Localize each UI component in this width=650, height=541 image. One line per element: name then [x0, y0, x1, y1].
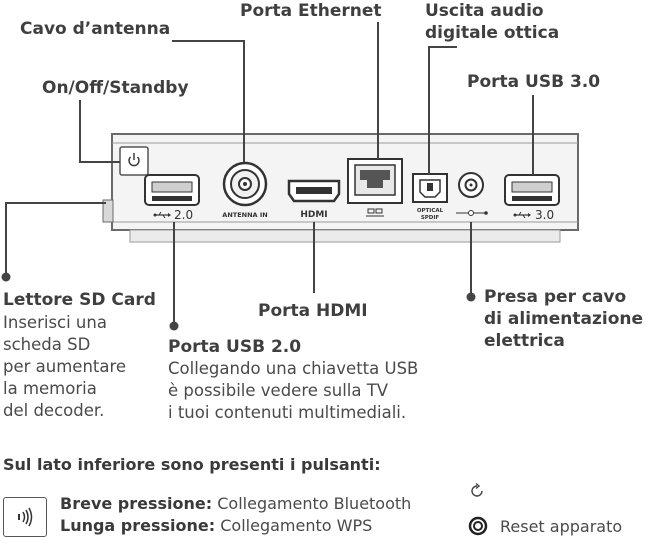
label-uscita-audio-1: Uscita audio — [425, 1, 544, 21]
label-porta-usb2: Porta USB 2.0 — [168, 337, 302, 357]
long-press-label: Lunga pressione: — [60, 516, 216, 535]
label-presa-2: di alimentazione — [484, 309, 644, 329]
usb2-desc-1: Collegando una chiavetta USB — [168, 359, 419, 378]
power-socket — [456, 172, 488, 216]
power-icon — [128, 153, 140, 167]
usb-2-label: 2.0 — [174, 208, 193, 222]
label-presa-3: elettrica — [484, 331, 565, 351]
label-on-off: On/Off/Standby — [42, 78, 189, 98]
reset-text: Reset apparato — [500, 517, 623, 536]
spdif-label: SPDIF — [421, 215, 440, 221]
sd-desc-4: la memoria — [3, 379, 97, 398]
long-press-text: Collegamento WPS — [220, 516, 373, 535]
usb-3-label: 3.0 — [535, 208, 554, 222]
optical-port: OPTICAL SPDIF — [412, 173, 448, 221]
leader-dots — [1, 272, 476, 331]
dc-power-icon — [456, 210, 488, 216]
antenna-port: ANTENNA IN — [222, 161, 268, 219]
usb-2-port: 2.0 — [144, 174, 200, 222]
short-press-text: Collegamento Bluetooth — [217, 494, 412, 513]
label-porta-hdmi: Porta HDMI — [258, 301, 368, 321]
sd-desc-3: per aumentare — [3, 357, 127, 376]
label-porta-ethernet: Porta Ethernet — [240, 1, 382, 21]
sd-desc-1: Inserisci una — [3, 313, 107, 332]
leader-lines — [5, 22, 534, 324]
usb-icon — [153, 211, 171, 219]
ethernet-icon — [366, 208, 384, 217]
hdmi-port: HDMI — [287, 179, 341, 220]
sd-desc-5: del decoder. — [3, 401, 105, 420]
label-porta-usb3: Porta USB 3.0 — [467, 72, 601, 92]
bluetooth-wps-icon — [18, 507, 33, 527]
short-press-label: Breve pressione: — [60, 494, 213, 513]
leader-sd — [5, 202, 106, 275]
sd-desc-2: scheda SD — [3, 335, 91, 354]
usb-3-port: 3.0 — [504, 174, 560, 222]
antenna-in-label: ANTENNA IN — [222, 211, 267, 219]
short-press-row: Breve pressione: Collegamento Bluetooth — [60, 494, 411, 513]
usb2-desc-3: i tuoi contenuti multimediali. — [168, 403, 407, 422]
label-presa-1: Presa per cavo — [484, 287, 627, 307]
leader-antenna — [172, 40, 245, 162]
hdmi-label: HDMI — [300, 210, 327, 220]
leader-onoff — [79, 100, 120, 163]
bluetooth-wps-button — [3, 497, 47, 537]
power-button — [119, 146, 149, 176]
label-lettore-sd: Lettore SD Card — [3, 290, 156, 310]
usb2-desc-2: è possibile vedere sulla TV — [168, 381, 389, 400]
leader-optical — [428, 46, 457, 174]
label-uscita-audio-2: digitale ottica — [425, 23, 560, 43]
usb-icon — [513, 211, 531, 219]
bottom-heading: Sul lato inferiore sono presenti i pulsa… — [3, 455, 381, 474]
reset-arrow-icon — [471, 482, 483, 497]
optical-label: OPTICAL — [417, 208, 444, 214]
ethernet-port — [347, 158, 403, 217]
label-cavo-antenna: Cavo d’antenna — [20, 19, 171, 39]
long-press-row: Lunga pressione: Collegamento WPS — [60, 516, 372, 535]
reset-button-icon — [468, 516, 488, 536]
